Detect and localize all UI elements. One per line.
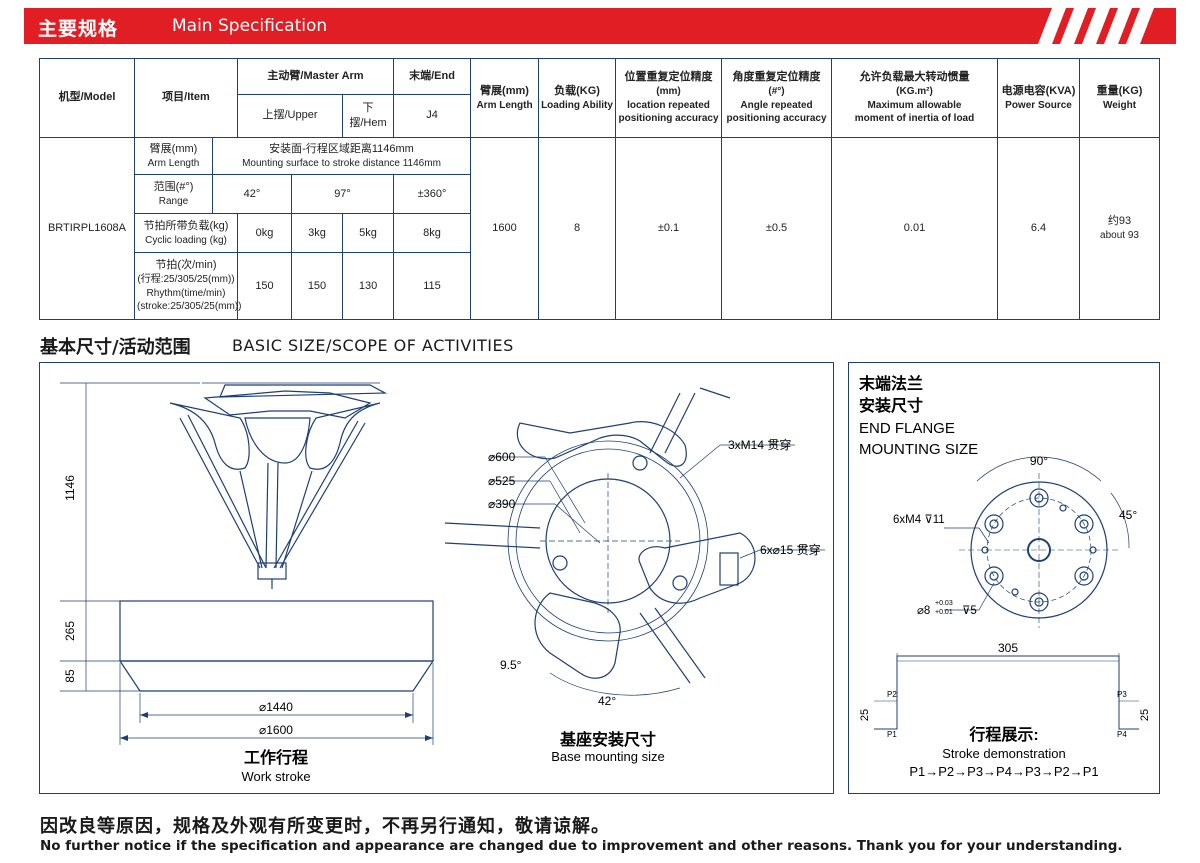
model-value: BRTIRPL1608A [39,136,135,321]
header-title-en: Main Specification [172,16,328,36]
range-upper: 42° [212,174,292,215]
base-d600-label: ⌀600 [488,450,516,464]
flange-depth: ⊽5 [962,605,977,617]
hem-header: 下摆/Hem [341,93,395,138]
work-stroke-title-en: Work stroke [241,769,310,784]
power-header: 电源电容(KVA)Power Source [997,58,1081,138]
stripe-decoration [1016,8,1176,44]
base-mounting-drawing [444,387,825,696]
cyclic-load: 5kg [341,213,395,254]
section2-title-cn: 基本尺寸/活动范围 [40,337,191,358]
item-header: 项目/Item [134,58,238,138]
row-cyclic-label: 节拍所带负载(kg)Cyclic loading (kg) [134,213,238,254]
dim-1600-label: ⌀1600 [259,723,293,737]
stroke-p2: P2 [887,690,897,699]
row-arm-label: 臂展(mm)Arm Length [134,136,213,176]
stroke-p1: P1 [887,730,897,739]
section2-title-en: BASIC SIZE/SCOPE OF ACTIVITIES [232,336,514,355]
rhythm-value: 130 [341,252,395,320]
angle-accuracy-value: ±0.5 [721,136,833,321]
base-title-en: Base mounting size [551,749,664,764]
upper-header: 上摆/Upper [237,93,343,138]
inertia-value: 0.01 [831,136,999,321]
weight-header: 重量(KG)Weight [1079,58,1161,138]
base-angle-42-label: 42° [598,694,616,708]
stroke-25-left: 25 [859,709,871,721]
base-d525-label: ⌀525 [488,474,516,488]
end-flange-drawing: 末端法兰 安装尺寸 END FLANGE MOUNTING SIZE [859,374,1151,779]
end-header: 末端/End [393,58,472,95]
header-title-cn: 主要规格 [38,18,119,40]
flange-tol-up: +0.03 [935,600,953,607]
footer-notice-cn: 因改良等原因，规格及外观有所变更时，不再另行通知，敬请谅解。 [40,816,610,837]
flange-angle-45: 45° [1119,508,1137,522]
work-stroke-drawing: 1146 265 85 ⌀1440 ⌀1600 工作行程 Work stroke [60,382,825,784]
row-range-label: 范围(#°)Range [134,174,213,215]
rhythm-value: 115 [393,252,472,320]
loading-header: 负载(KG)Loading Ability [538,58,617,138]
loading-value: 8 [538,136,617,321]
range-j4: ±360° [393,174,472,215]
footer-notice-en: No further notice if the specification a… [40,838,1123,854]
stroke-305: 305 [998,641,1018,655]
flange-title-cn1: 末端法兰 [859,374,923,393]
row-rhythm-label: 节拍(次/min)(行程:25/305/25(mm))Rhythm(time/m… [134,252,241,320]
flange-title-en2: MOUNTING SIZE [859,441,978,458]
rhythm-value: 150 [291,252,343,320]
base-d15-label: 6x⌀15 贯穿 [760,542,821,557]
power-value: 6.4 [997,136,1081,321]
cyclic-load: 3kg [291,213,343,254]
flange-d8-label: ⌀8 [917,605,930,617]
j4-header: J4 [393,93,472,138]
base-m14-label: 3xM14 贯穿 [728,437,791,452]
flange-title-cn2: 安装尺寸 [859,396,923,415]
base-d390-label: ⌀390 [488,497,516,511]
arm-length-header: 臂展(mm)Arm Length [470,58,540,138]
stroke-25-right: 25 [1139,709,1151,721]
stroke-title-en: Stroke demonstration [942,746,1066,761]
flange-title-en1: END FLANGE [859,420,955,437]
location-accuracy-value: ±0.1 [615,136,723,321]
work-stroke-title-cn: 工作行程 [244,748,308,767]
flange-tol-dn: +0.01 [935,609,953,616]
dim-265-label: 265 [63,621,77,641]
arm-length-value: 1600 [470,136,540,321]
header-banner: 主要规格 Main Specification [24,8,1176,44]
flange-angle-90: 90° [1030,454,1048,468]
stroke-title-cn: 行程展示: [968,725,1038,744]
flange-m4-label: 6xM4 ⊽11 [893,514,945,526]
dim-85-label: 85 [63,669,77,683]
rhythm-value: 150 [237,252,292,320]
master-arm-header: 主动臂/Master Arm [236,58,395,95]
base-angle-95-label: 9.5° [500,658,522,672]
stroke-p4: P4 [1117,730,1127,739]
cyclic-load: 8kg [393,213,472,254]
drawing-panel-right: 末端法兰 安装尺寸 END FLANGE MOUNTING SIZE [848,362,1160,794]
range-hem: 97° [290,174,395,215]
base-title-cn: 基座安装尺寸 [559,730,656,749]
model-header: 机型/Model [39,58,135,138]
drawing-panel-left: 1146 265 85 ⌀1440 ⌀1600 工作行程 Work stroke [39,362,834,794]
stroke-sequence: P1→P2→P3→P4→P3→P2→P1 [909,764,1098,779]
dim-1146-label: 1146 [63,475,77,501]
stroke-p3: P3 [1117,690,1127,699]
cyclic-load: 0kg [237,213,292,254]
spec-table: 机型/Model 项目/Item 主动臂/Master Arm 末端/End 臂… [39,58,1161,321]
dim-1440-label: ⌀1440 [259,700,293,714]
